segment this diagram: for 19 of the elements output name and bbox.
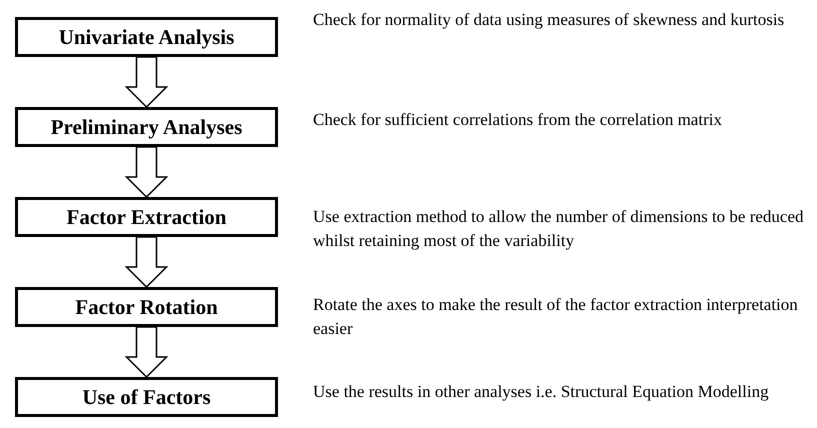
step-title: Use of Factors <box>82 386 211 408</box>
process-box <box>15 287 278 327</box>
step-description: Check for sufficient correlations from the correlation matrix <box>313 109 723 131</box>
step-description: Check for normality of data using measures of skewness and kurtosis <box>313 9 786 31</box>
step-description: Use extraction method to allow the number of dimensions to be reduced whilst retaining most of the variability <box>313 206 805 252</box>
hollow-arrow <box>124 236 168 288</box>
process-box <box>15 107 278 147</box>
step-title: Factor Rotation <box>75 296 218 318</box>
step-title: Factor Extraction <box>66 206 226 228</box>
step-title: Preliminary Analyses <box>50 116 242 138</box>
hollow-arrow <box>124 146 168 198</box>
step-description: Rotate the axes to make the result of the factor extraction interpretation easier <box>313 294 799 340</box>
hollow-arrow <box>124 326 168 378</box>
step-description: Use the results in other analyses i.e. Structural Equation Modelling <box>313 381 770 403</box>
hollow-arrow <box>124 56 168 108</box>
process-box <box>15 377 278 417</box>
process-box <box>15 197 278 237</box>
process-box <box>15 17 278 57</box>
step-title: Univariate Analysis <box>58 26 234 48</box>
